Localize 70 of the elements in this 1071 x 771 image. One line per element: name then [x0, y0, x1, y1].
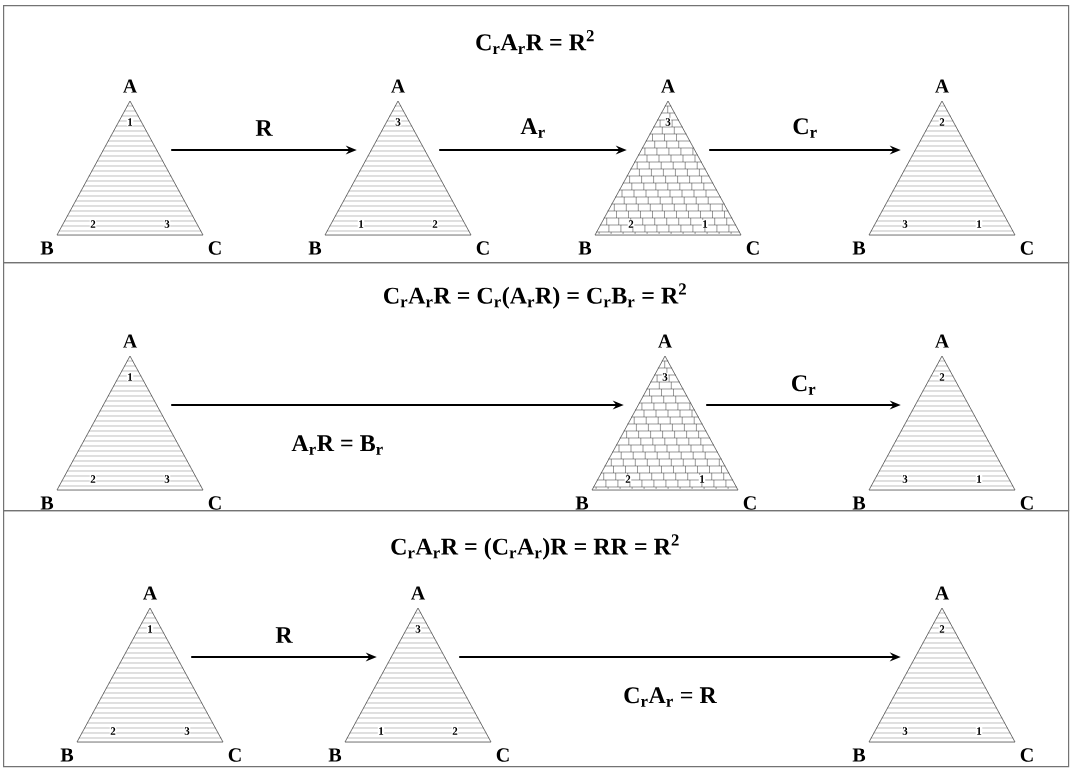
- edge-label: A$_{r}$R = B$_{r}$: [291, 435, 383, 455]
- vertex-label: B: [575, 496, 589, 510]
- corner-number: 3: [183, 726, 191, 736]
- vertex-label: C: [1020, 241, 1033, 255]
- corner-number: 2: [451, 726, 459, 736]
- edge-label: C$_{r}$A$_{r}$ = R: [624, 687, 717, 707]
- corner-number: 3: [163, 474, 171, 484]
- vertex-label: C: [476, 241, 489, 255]
- corner-number: 2: [109, 726, 117, 736]
- vertex-label: B: [40, 496, 54, 510]
- vertex-label: A: [123, 334, 138, 348]
- vertex-label: B: [852, 748, 866, 762]
- corner-number: 1: [357, 219, 365, 229]
- corner-number: 2: [431, 219, 439, 229]
- vertex-label: C: [208, 496, 221, 510]
- vertex-label: C: [228, 748, 241, 762]
- edge-label: A$_{r}$: [520, 118, 545, 138]
- edge-label: C$_{r}$: [793, 118, 817, 138]
- edge-label: C$_{r}$: [792, 375, 816, 395]
- corner-number: 3: [901, 726, 909, 736]
- corner-number: 2: [938, 624, 946, 634]
- corner-number: 2: [938, 117, 946, 127]
- corner-number: 2: [624, 474, 632, 484]
- vertex-label: A: [657, 334, 673, 348]
- corner-number: 1: [975, 219, 983, 229]
- corner-number: 3: [664, 117, 672, 127]
- corner-number: 3: [901, 219, 909, 229]
- corner-number: 1: [701, 219, 709, 229]
- vertex-label: B: [328, 748, 342, 762]
- vertex-label: A: [123, 79, 138, 93]
- vertex-label: B: [308, 241, 322, 255]
- vertex-label: C: [743, 496, 756, 510]
- vertex-label: B: [578, 241, 592, 255]
- vertex-label: A: [143, 586, 158, 600]
- vertex-label: A: [390, 79, 406, 93]
- vertex-label: A: [934, 586, 950, 600]
- vertex-label: A: [934, 334, 950, 348]
- corner-number: 1: [126, 372, 134, 382]
- corner-number: 2: [627, 219, 635, 229]
- corner-number: 1: [698, 474, 706, 484]
- corner-number: 1: [146, 624, 154, 634]
- vertex-label: C: [208, 241, 221, 255]
- vertex-label: B: [852, 241, 866, 255]
- corner-number: 3: [163, 219, 171, 229]
- vertex-label: B: [40, 241, 54, 255]
- corner-number: 3: [661, 372, 669, 382]
- corner-number: 2: [89, 474, 97, 484]
- vertex-label: A: [410, 586, 426, 600]
- vertex-label: A: [660, 79, 676, 93]
- panel-heading: C$_{r}$A$_{r}$R = C$_{r}$(A$_{r}$R) = C$_{r}$B$_{r}$ = R$^{2}$: [384, 283, 686, 309]
- vertex-label: C: [496, 748, 509, 762]
- edge-label: R: [275, 627, 293, 643]
- panel-heading: C$_{r}$A$_{r}$R = (C$_{r}$A$_{r}$)R = RR = R$^{2}$: [391, 534, 679, 560]
- corner-number: 3: [414, 624, 422, 634]
- edge-label: R: [255, 120, 273, 136]
- corner-number: 1: [126, 117, 134, 127]
- vertex-label: C: [1020, 496, 1033, 510]
- vertex-label: C: [746, 241, 759, 255]
- corner-number: 1: [975, 726, 983, 736]
- corner-number: 2: [938, 372, 946, 382]
- corner-number: 3: [394, 117, 402, 127]
- vertex-label: C: [1020, 748, 1033, 762]
- corner-number: 3: [901, 474, 909, 484]
- vertex-label: A: [934, 79, 950, 93]
- corner-number: 1: [377, 726, 385, 736]
- corner-number: 2: [89, 219, 97, 229]
- vertex-label: B: [60, 748, 74, 762]
- panel-heading: C$_{r}$A$_{r}$R = R$^{2}$: [476, 30, 594, 54]
- corner-number: 1: [975, 474, 983, 484]
- vertex-label: B: [852, 496, 866, 510]
